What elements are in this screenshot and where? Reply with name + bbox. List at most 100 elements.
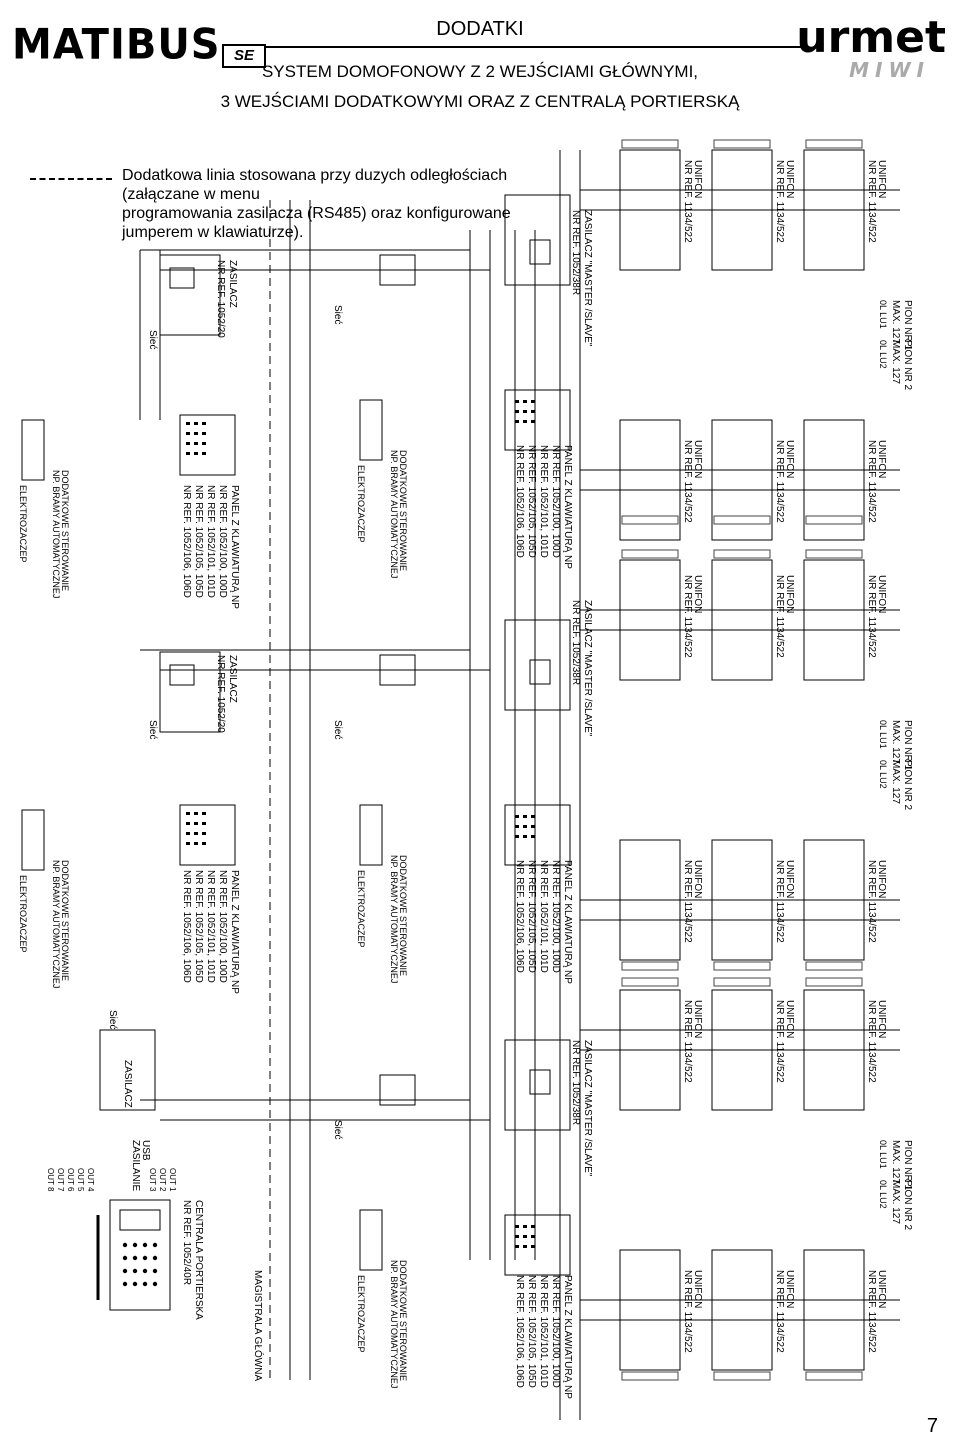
unifon-label: UNIFON bbox=[784, 160, 795, 198]
subtitle-line-1: SYSTEM DOMOFONOWY Z 2 WEJŚCIAMI GŁÓWNYMI… bbox=[261, 62, 699, 81]
pion-1c-label: PION NR 1 bbox=[902, 1140, 913, 1190]
pion-2b-label: PION NR 2 bbox=[902, 760, 913, 810]
panel-labels: PANEL Z KLAWIATURĄ NP NR REF. 1052/100, … bbox=[181, 445, 573, 1399]
power-supply-boxes bbox=[99, 254, 221, 1111]
panel-ref-2: NR REF. 1052/101, 101D bbox=[205, 870, 216, 983]
unifon-ref: NR REF. 1134/522 bbox=[682, 575, 693, 658]
panel-ref-1: NR REF. 1052/100, 100D bbox=[550, 1275, 561, 1388]
unifon-label: UNIFON bbox=[692, 1270, 703, 1308]
dodatkowe-label: DODATKOWE STEROWANIE bbox=[398, 855, 408, 976]
dodatkowe-label: DODATKOWE STEROWANIE bbox=[398, 450, 408, 571]
out-8: OUT 8 bbox=[46, 1168, 55, 1192]
pion-1c-max: MAX. 127 bbox=[890, 1140, 901, 1184]
matibus-logo: MATIBUS bbox=[12, 20, 221, 70]
pion-2c-label: PION NR 2 bbox=[902, 1180, 913, 1230]
unifon-label: UNIFON bbox=[692, 160, 703, 198]
master-slave-label: ZASILACZ "MASTER /SLAVE" bbox=[582, 600, 593, 737]
panel-ref-3: NR REF. 1052/105, 105D bbox=[526, 860, 537, 973]
keypad-keys bbox=[186, 400, 535, 1248]
out-6: OUT 6 bbox=[66, 1168, 75, 1192]
brama-label: NP. BRAMY AUTOMATYCZNEJ bbox=[389, 450, 399, 578]
unifon-label: UNIFON bbox=[876, 1270, 887, 1308]
unifon-ref: NR REF. 1134/522 bbox=[866, 440, 877, 523]
note-line-1: Dodatkowa linia stosowana przy duzych od… bbox=[122, 167, 508, 203]
note-line-2: programowania zasilacza (RS485) oraz kon… bbox=[122, 205, 511, 241]
zasilacz-ref: NR REF. 1052/20 bbox=[215, 260, 226, 338]
siec-label: Sieć bbox=[332, 305, 343, 324]
dodatkowe-label: DODATKOWE STEROWANIE bbox=[398, 1260, 408, 1381]
master-slave-ref: NR REF. 1052/38R bbox=[570, 600, 581, 685]
unifon-ref: NR REF. 1134/522 bbox=[682, 160, 693, 243]
panel-ref-3: NR REF. 1052/105, 105D bbox=[526, 445, 537, 558]
siec-label: Sieć bbox=[332, 1120, 343, 1139]
unifon-label: UNIFON bbox=[876, 1000, 887, 1038]
unifon-label: UNIFON bbox=[692, 1000, 703, 1038]
out-3: OUT 3 bbox=[148, 1168, 157, 1192]
unifon-label: UNIFON bbox=[876, 440, 887, 478]
brama-label: NP. BRAMY AUTOMATYCZNEJ bbox=[389, 855, 399, 983]
siec-label: Sieć bbox=[147, 330, 158, 349]
elektrozaczep-label: ELEKTROZACZEP bbox=[356, 1275, 366, 1353]
handset-shapes bbox=[621, 139, 863, 1381]
dodatkowe-label: DODATKOWE STEROWANIE bbox=[60, 470, 70, 591]
panel-label: PANEL Z KLAWIATURĄ NP bbox=[562, 1275, 573, 1399]
page-title: DODATKI bbox=[436, 18, 524, 40]
unifon-labels: UNIFON NR REF. 1134/522 UNIFON NR REF. 1… bbox=[682, 160, 887, 1353]
panel-ref-2: NR REF. 1052/101, 101D bbox=[538, 445, 549, 558]
panel-ref-1: NR REF. 1052/100, 100D bbox=[550, 445, 561, 558]
matibus-se-badge: SE bbox=[222, 44, 266, 68]
brama-label: NP. BRAMY AUTOMATYCZNEJ bbox=[51, 470, 61, 598]
panel-label: PANEL Z KLAWIATURĄ NP bbox=[562, 445, 573, 569]
master-slave-ref: NR REF. 1052/38R bbox=[570, 1040, 581, 1125]
subtitle-line-2: 3 WEJŚCIAMI DODATKOWYMI ORAZ Z CENTRALĄ … bbox=[220, 92, 740, 111]
panel-ref-1: NR REF. 1052/100, 100D bbox=[217, 485, 228, 598]
panel-ref-1: NR REF. 1052/100, 100D bbox=[550, 860, 561, 973]
master-slave-label: ZASILACZ "MASTER /SLAVE" bbox=[582, 210, 593, 347]
unifon-ref: NR REF. 1134/522 bbox=[774, 1000, 785, 1083]
unifon-ref: NR REF. 1134/522 bbox=[682, 860, 693, 943]
master-slave-boxes bbox=[379, 194, 571, 1131]
pion-2-terminals: 0L LU2 bbox=[878, 340, 888, 369]
siec-label: Sieć bbox=[107, 1010, 118, 1029]
out-5: OUT 5 bbox=[76, 1168, 85, 1192]
elektrozaczep-label: ELEKTROZACZEP bbox=[356, 870, 366, 948]
out-1: OUT 1 bbox=[168, 1168, 177, 1192]
dashed-line-legend bbox=[30, 178, 112, 180]
panel-ref-4: NR REF. 1052/106, 106D bbox=[181, 870, 192, 983]
panel-ref-2: NR REF. 1052/101, 101D bbox=[205, 485, 216, 598]
dodatkowe-label: DODATKOWE STEROWANIE bbox=[60, 860, 70, 981]
unifon-label: UNIFON bbox=[876, 860, 887, 898]
unifon-ref: NR REF. 1134/522 bbox=[682, 440, 693, 523]
page-number: 7 bbox=[926, 1415, 938, 1437]
pion-1b-label: PION NR 1 bbox=[902, 720, 913, 770]
panel-label: PANEL Z KLAWIATURĄ NP bbox=[562, 860, 573, 984]
zasilacz-ref: NR REF. 1052/20 bbox=[215, 655, 226, 733]
panel-ref-2: NR REF. 1052/101, 101D bbox=[538, 1275, 549, 1388]
unifon-ref: NR REF. 1134/522 bbox=[682, 1000, 693, 1083]
zasilacz-label: ZASILACZ bbox=[227, 260, 238, 308]
panel-ref-4: NR REF. 1052/106, 106D bbox=[181, 485, 192, 598]
unifon-label: UNIFON bbox=[784, 1270, 795, 1308]
unifon-label: UNIFON bbox=[692, 575, 703, 613]
unifon-ref: NR REF. 1134/522 bbox=[774, 440, 785, 523]
unifon-ref: NR REF. 1134/522 bbox=[682, 1270, 693, 1353]
master-slave-label: ZASILACZ "MASTER /SLAVE" bbox=[582, 1040, 593, 1177]
unifon-ref: NR REF. 1134/522 bbox=[866, 575, 877, 658]
panel-ref-2: NR REF. 1052/101, 101D bbox=[538, 860, 549, 973]
unifon-label: UNIFON bbox=[876, 160, 887, 198]
unifon-label: UNIFON bbox=[876, 575, 887, 613]
pion-2-max: MAX. 127 bbox=[890, 340, 901, 384]
pion-2c-terminals: 0L LU2 bbox=[878, 1180, 888, 1209]
pion-1-max: MAX. 127 bbox=[890, 300, 901, 344]
zasilanie-label: ZASILANIE bbox=[130, 1140, 141, 1191]
riser-lines bbox=[140, 189, 900, 1321]
pion-2-label: PION NR 2 bbox=[902, 340, 913, 390]
pion-2c-max: MAX. 127 bbox=[890, 1180, 901, 1224]
main-bus-lines bbox=[139, 150, 581, 1420]
unifon-label: UNIFON bbox=[784, 1000, 795, 1038]
miwi-logo: MIWI bbox=[849, 58, 930, 82]
unifon-ref: NR REF. 1134/522 bbox=[866, 160, 877, 243]
unifon-ref: NR REF. 1134/522 bbox=[866, 860, 877, 943]
